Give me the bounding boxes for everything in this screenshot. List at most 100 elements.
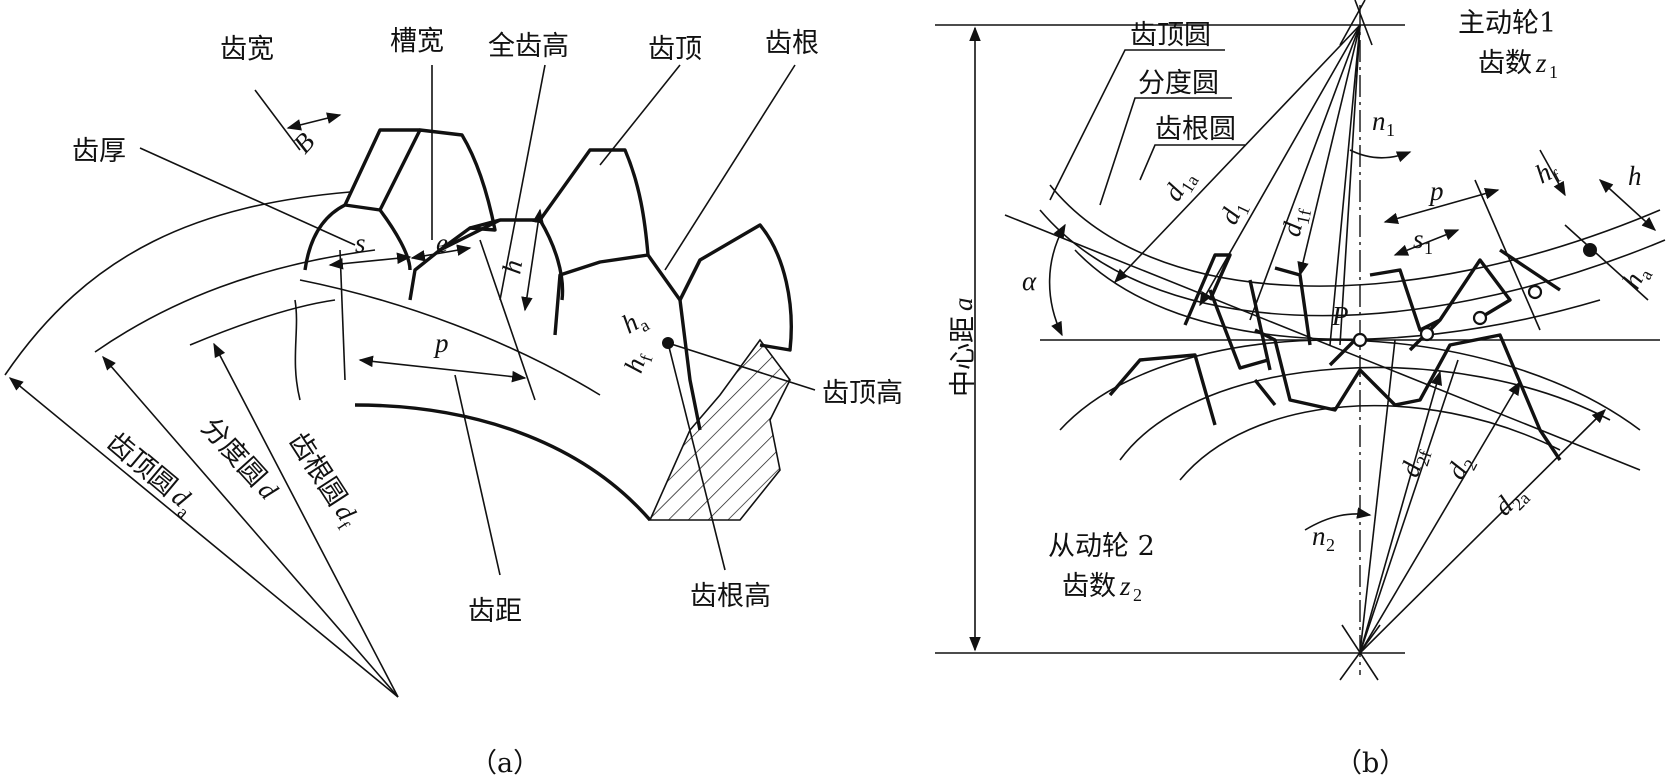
- symbol-s: s: [355, 228, 366, 258]
- leader-full-depth: [499, 64, 546, 301]
- rotation-n1: [1349, 149, 1412, 163]
- symbol-d1a-group: d 1a: [1158, 171, 1203, 206]
- symbol-n2-group: n 2: [1312, 521, 1335, 555]
- tip-point: [1583, 243, 1597, 257]
- symbol-d2-group: d 2: [1441, 456, 1482, 484]
- pitch-point: [1352, 332, 1368, 348]
- symbol-e: e: [436, 228, 448, 258]
- dim-s1-b: [1393, 229, 1460, 256]
- symbol-n1: n: [1372, 106, 1386, 136]
- label-slot-width: 槽宽: [390, 26, 444, 57]
- leader-tip-circle-b: [1049, 49, 1225, 201]
- diameter-label-df: 齿根圆 d f: [282, 427, 362, 534]
- label-tooth-root: 齿根: [765, 28, 819, 59]
- driven-root-circle: [1179, 404, 1561, 481]
- symbol-a: a: [948, 298, 978, 312]
- driven-teeth: [1108, 289, 1562, 461]
- driver-tip-circle: [1049, 184, 1661, 287]
- symbol-d1f-sub: 1f: [1293, 207, 1316, 226]
- alpha-arc: [1048, 223, 1066, 337]
- gear-tooth-2-flank: [538, 219, 565, 301]
- gear-tooth-1: [303, 128, 497, 301]
- caption-b: （b）: [1335, 748, 1406, 779]
- root-circle-arc: [189, 299, 336, 346]
- label-tip-circle-b: 齿顶圆: [1130, 20, 1211, 51]
- symbol-h-b: h: [1628, 161, 1642, 191]
- symbol-h: h: [496, 258, 528, 277]
- diameter-label-da: 齿顶圆 d a: [101, 427, 197, 523]
- symbol-d2f-sub: 2f: [1412, 448, 1436, 468]
- gear-tooth-2-base: [439, 218, 501, 252]
- label-tooth-top: 齿顶: [648, 34, 702, 65]
- driven-pitch-circle: [1119, 366, 1611, 461]
- symbol-ha-b-group: h a: [1616, 266, 1656, 293]
- driver-pitch-circle: [1039, 209, 1666, 317]
- symbol-p-b: p: [1428, 176, 1444, 206]
- driven-teeth-count: 齿数 z 2: [1062, 571, 1142, 605]
- leader-tooth-root: [664, 64, 796, 271]
- symbol-d2f-group: d 2f: [1394, 448, 1436, 481]
- dim-p: [358, 355, 527, 383]
- contact-point-3: [1527, 284, 1543, 300]
- label-root-circle-a: 齿根圆: [282, 427, 352, 512]
- center-distance-label: 中心距 a: [948, 298, 979, 398]
- panel-b: 主动轮1 齿数 z 1 齿顶圆 分度圆 齿根圆 中心距 a α P n 1 n …: [935, 0, 1666, 779]
- hub-mark-bottom-2: [1341, 624, 1379, 681]
- gear-break-left: [294, 299, 301, 401]
- leader-pitch-circle-b: [1099, 97, 1232, 206]
- symbol-n2-sub: 2: [1326, 535, 1335, 555]
- leader-addendum: [667, 342, 816, 391]
- symbol-B: B: [287, 127, 320, 159]
- symbol-alpha: α: [1022, 266, 1037, 296]
- ray-driven-1: [1359, 339, 1396, 654]
- label-tip-circle-a: 齿顶圆: [101, 427, 183, 503]
- label-pitch-circle-a: 分度圆: [195, 412, 272, 493]
- symbol-n1-sub: 1: [1386, 120, 1395, 140]
- label-center-distance: 中心距: [948, 316, 979, 397]
- diameter-label-d: 分度圆 d: [195, 412, 284, 506]
- driver-teeth-count: 齿数 z 1: [1478, 48, 1558, 82]
- label-full-depth: 全齿高: [488, 31, 569, 62]
- dim-s: [328, 252, 412, 270]
- pitch-ext-right: [479, 239, 536, 401]
- dim-B: [286, 112, 342, 131]
- gear-tooth-2: [469, 148, 650, 336]
- hub-mark-top-2: [1354, 0, 1373, 46]
- rotation-n2: [1304, 507, 1372, 531]
- ray-d2a: [1359, 408, 1607, 654]
- label-tooth-width: 齿宽: [220, 34, 274, 65]
- symbol-n2: n: [1312, 521, 1326, 551]
- gear-tooth-3-flank: [678, 259, 702, 431]
- ext-ha: [1564, 224, 1649, 301]
- symbol-n1-group: n 1: [1372, 106, 1395, 140]
- pitch-diameter-line: [102, 355, 399, 698]
- driver-root-circle: [1074, 249, 1601, 341]
- ray-d2f: [1359, 370, 1442, 654]
- symbol-hf-group: h f: [618, 352, 657, 376]
- leader-dedendum: [667, 342, 726, 571]
- dim-hf-b: [1539, 149, 1566, 197]
- label-driven-teeth: 齿数: [1062, 571, 1116, 602]
- dim-h: [521, 208, 544, 312]
- symbol-z1: z: [1535, 48, 1547, 78]
- label-driver-teeth: 齿数: [1478, 48, 1532, 79]
- leader-root-circle-b: [1139, 144, 1245, 181]
- symbol-p: p: [433, 328, 449, 358]
- gear-tooth-1-top: [343, 128, 420, 206]
- caption-a: （a）: [470, 748, 540, 779]
- ray-pitch-1: [1339, 24, 1361, 346]
- gear-rim-front: [354, 403, 652, 522]
- leader-tooth-thickness: [139, 147, 356, 246]
- ray-d1f: [1297, 24, 1361, 277]
- section-hatch: [648, 338, 791, 521]
- dim-h-b: [1598, 179, 1657, 231]
- label-root-circle-b: 齿根圆: [1155, 114, 1236, 145]
- gear-tooth-1-flank: [378, 208, 412, 271]
- leader-pitch: [454, 374, 501, 576]
- leader-tooth-top: [599, 64, 681, 166]
- symbol-ha-group: h a: [617, 307, 653, 340]
- symbol-z2: z: [1119, 571, 1131, 601]
- symbol-z2-sub: 2: [1133, 585, 1142, 605]
